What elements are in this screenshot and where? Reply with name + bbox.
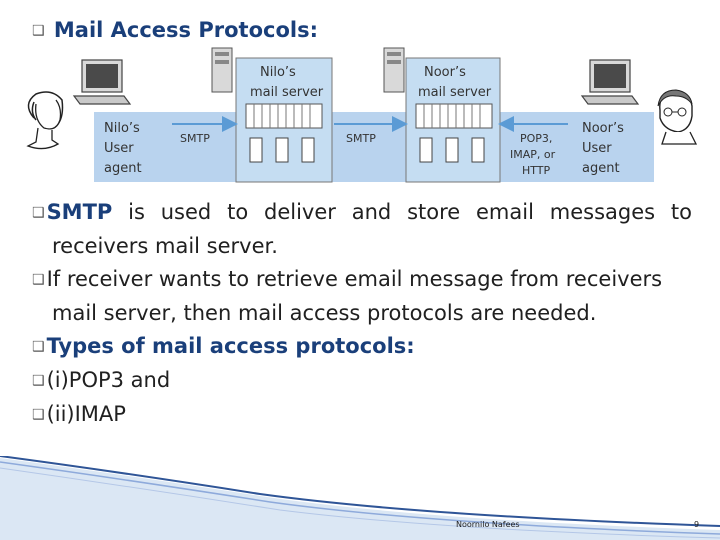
bullet-marker: ❑ (32, 264, 45, 297)
left-server-label: mail server (250, 85, 324, 100)
right-laptop-icon (582, 60, 638, 104)
right-server-label: mail server (418, 85, 492, 100)
slide-title-text: Mail Access Protocols: (54, 18, 318, 42)
decorative-swoosh (0, 456, 720, 540)
bullet-marker: ❑ (32, 23, 45, 39)
bullet-text: (i)POP3 and (47, 368, 171, 392)
bullet-marker: ❑ (32, 197, 45, 230)
right-person-icon (658, 90, 696, 144)
smtp-label-1: SMTP (180, 132, 210, 145)
right-server-name: Noor’s (424, 65, 466, 80)
smtp-keyword: SMTP (47, 200, 113, 224)
left-user-agent-label-3: agent (104, 161, 142, 176)
access-protocol-label-1: POP3, (520, 132, 552, 145)
access-protocol-label-3: HTTP (522, 164, 551, 177)
smtp-label-2: SMTP (346, 132, 376, 145)
diagram-background (94, 112, 654, 182)
left-server-name: Nilo’s (260, 65, 296, 80)
bullet-text: (ii)IMAP (47, 402, 126, 426)
left-user-agent-label-2: User (104, 141, 134, 156)
bullet-continuation: mail server, then mail access protocols … (32, 297, 692, 330)
left-person-icon (28, 92, 63, 149)
bullet-item-2: ❑If receiver wants to retrieve email mes… (32, 263, 692, 297)
page-number: 9 (694, 520, 699, 529)
bullet-text: If receiver wants to retrieve email mess… (47, 267, 663, 291)
footer-author: Noornilo Nafees (456, 520, 520, 529)
mail-access-diagram: Nilo’s User agent Noor’s User agent (0, 40, 720, 190)
bullet-marker: ❑ (32, 399, 45, 432)
bullet-text: is used to deliver and store email messa… (112, 200, 692, 224)
access-protocol-label-2: IMAP, or (510, 148, 556, 161)
slide-title: ❑ Mail Access Protocols: (32, 18, 318, 42)
left-laptop-icon (74, 60, 130, 104)
right-user-agent-label-1: Noor’s (582, 121, 624, 136)
right-user-agent-label-3: agent (582, 161, 620, 176)
bullet-continuation: receivers mail server. (32, 230, 692, 263)
right-user-agent-label-2: User (582, 141, 612, 156)
left-user-agent-label-1: Nilo’s (104, 121, 140, 136)
bullet-item-3: ❑Types of mail access protocols: (32, 330, 692, 364)
bullet-item-5: ❑(ii)IMAP (32, 398, 692, 432)
bullet-marker: ❑ (32, 331, 45, 364)
bullet-item-1: ❑SMTP is used to deliver and store email… (32, 196, 692, 230)
bullet-list: ❑SMTP is used to deliver and store email… (32, 196, 692, 432)
bullet-item-4: ❑(i)POP3 and (32, 364, 692, 398)
bullet-text: Types of mail access protocols: (47, 334, 415, 358)
bullet-marker: ❑ (32, 365, 45, 398)
